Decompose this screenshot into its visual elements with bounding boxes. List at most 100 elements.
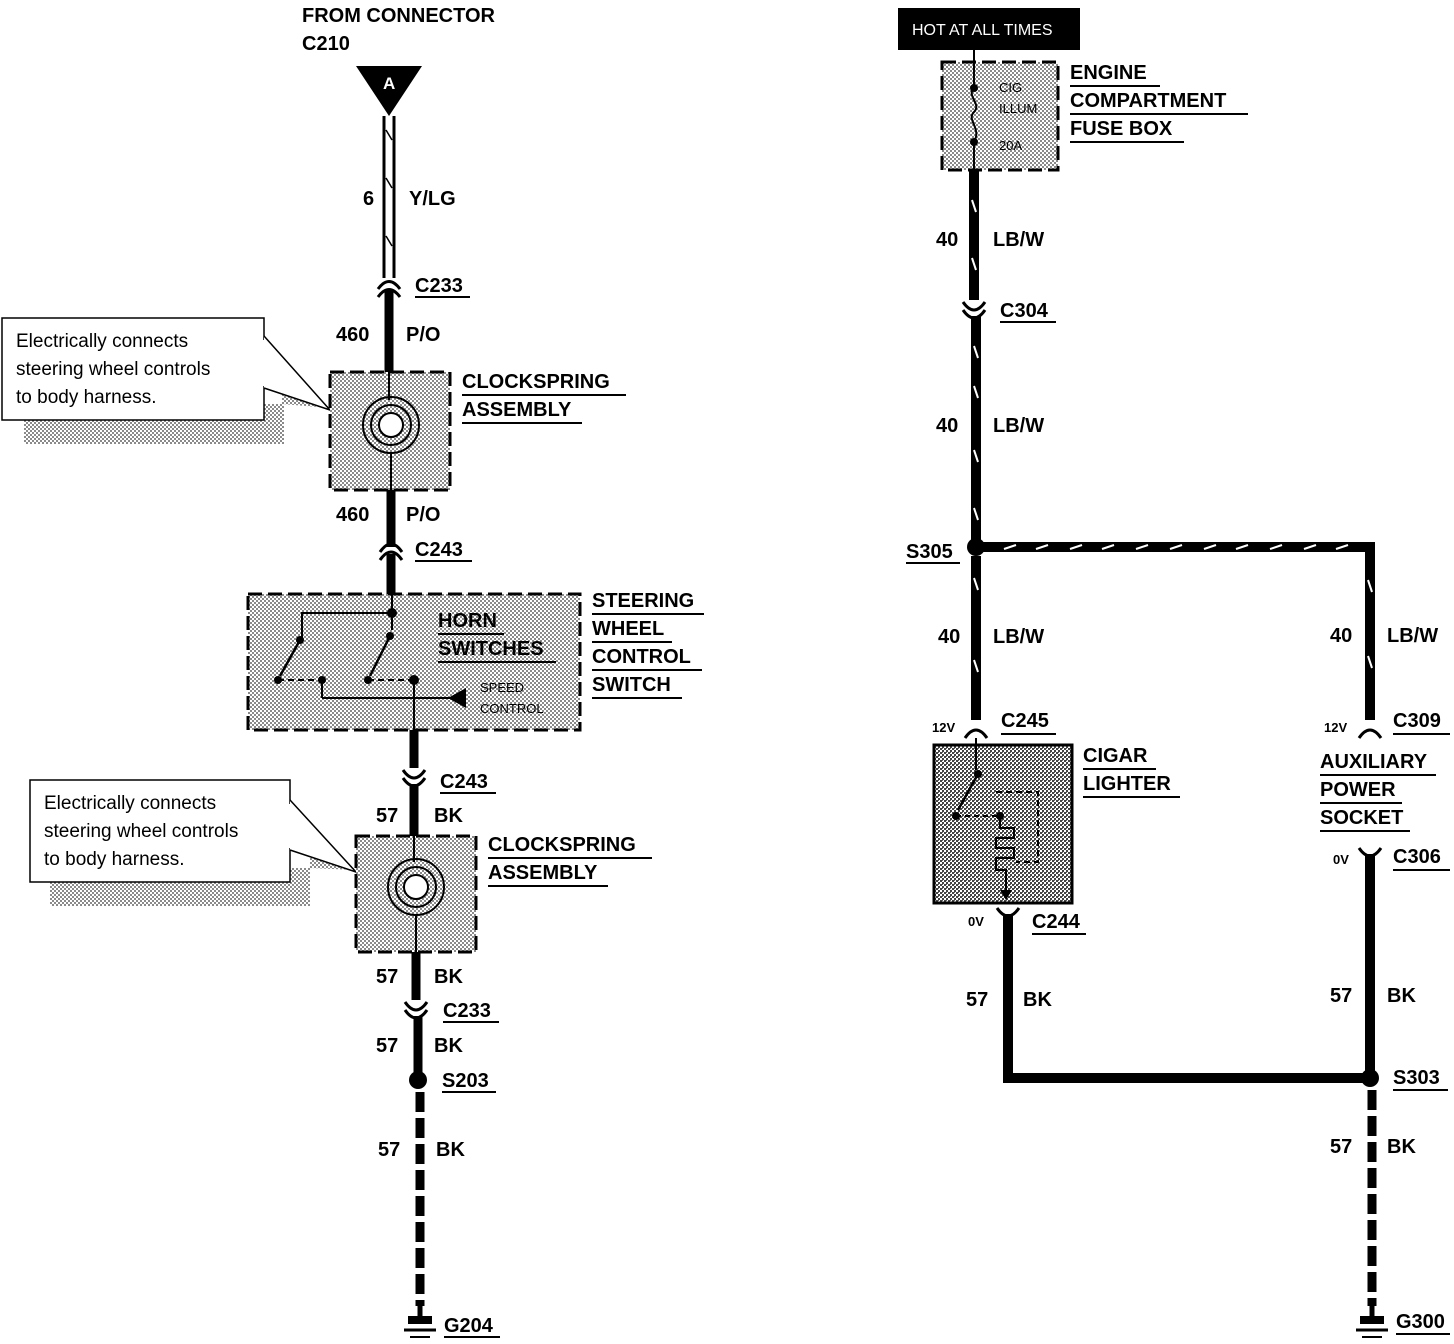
aux-socket-label1: AUXILIARY	[1320, 751, 1428, 773]
wire-circuit-40d: 40	[1330, 625, 1352, 647]
c244-label: C244	[1032, 911, 1081, 933]
c309-voltage: 12V	[1324, 720, 1347, 735]
c245-label: C245	[1001, 710, 1049, 732]
callout-top-line1: Electrically connects	[16, 331, 188, 352]
wire-circuit-57f: 57	[1330, 985, 1352, 1007]
connector-a-pin: A	[383, 74, 395, 93]
wire-color-p-o-bottom: P/O	[406, 504, 440, 526]
wire-circuit-6: 6	[363, 188, 374, 210]
wire-color-bk-e: BK	[1023, 989, 1052, 1011]
ground-g300-icon	[1356, 1306, 1388, 1338]
steering-switch-label1: STEERING	[592, 590, 694, 612]
steering-switch-label2: WHEEL	[592, 618, 664, 640]
cigar-lighter-label1: CIGAR	[1083, 745, 1148, 767]
clockspring-bottom-label1: CLOCKSPRING	[488, 834, 636, 856]
wire-lb-w-branch	[976, 542, 1375, 720]
wire-color-bk-g: BK	[1387, 1136, 1416, 1158]
clockspring-bottom	[354, 834, 478, 954]
c243-bottom-label: C243	[440, 771, 488, 793]
s305-label: S305	[906, 541, 953, 563]
wire-color-lb-w-a: LB/W	[993, 229, 1044, 251]
splice-s203	[409, 1071, 427, 1089]
splice-s303	[1361, 1069, 1379, 1087]
callout-top-line2: steering wheel controls	[16, 359, 210, 380]
wire-circuit-57d: 57	[378, 1139, 400, 1161]
c304-label: C304	[1000, 300, 1049, 322]
fuse-name2: ILLUM	[999, 101, 1037, 116]
wire-circuit-460-top: 460	[336, 324, 369, 346]
c304-connector	[961, 301, 987, 312]
left-circuit: FROM CONNECTOR C210 A 6 Y/LG C233 460 P/…	[1, 5, 704, 1338]
horn-switches-label2: SWITCHES	[438, 638, 544, 660]
callout-top: Electrically connects steering wheel con…	[1, 317, 333, 444]
wire-circuit-40a: 40	[936, 229, 958, 251]
wire-circuit-57e: 57	[966, 989, 988, 1011]
wire-color-lb-w-d: LB/W	[1387, 625, 1438, 647]
c306-voltage: 0V	[1333, 852, 1349, 867]
from-connector-id: C210	[302, 33, 350, 55]
wire-bk-57e	[1003, 914, 1370, 1083]
c306-label: C306	[1393, 846, 1441, 868]
wire-circuit-57b: 57	[376, 966, 398, 988]
g300-label: G300	[1396, 1311, 1445, 1333]
fuse-box-label2: COMPARTMENT	[1070, 90, 1226, 112]
c233-top-label: C233	[415, 275, 463, 297]
wire-color-y-lg: Y/LG	[409, 188, 456, 210]
cigar-lighter-label2: LIGHTER	[1083, 773, 1171, 795]
wire-lb-w-cigar	[971, 556, 981, 720]
wire-color-bk-c: BK	[434, 1035, 463, 1057]
fuse-icon	[970, 87, 978, 143]
wire-circuit-57c: 57	[376, 1035, 398, 1057]
c244-voltage: 0V	[968, 914, 984, 929]
c245-connector	[963, 728, 989, 739]
wire-circuit-57g: 57	[1330, 1136, 1352, 1158]
heating-element-icon	[995, 816, 1015, 896]
speed-control-label1: SPEED	[480, 680, 524, 695]
aux-socket-label2: POWER	[1320, 779, 1396, 801]
fuse-box-label3: FUSE BOX	[1070, 118, 1173, 140]
cigar-lighter	[932, 738, 1074, 905]
speed-control-label2: CONTROL	[480, 701, 544, 716]
wire-lb-w-mid	[971, 316, 981, 546]
callout-bottom-line3: to body harness.	[44, 849, 184, 870]
c233-bottom-label: C233	[443, 1000, 491, 1022]
callout-top-line3: to body harness.	[16, 387, 156, 408]
fuse-rating: 20A	[999, 138, 1022, 153]
wire-color-bk-a: BK	[434, 805, 463, 827]
wire-color-lb-w-b: LB/W	[993, 415, 1044, 437]
wire-lb-w-top	[969, 170, 979, 300]
wire-color-bk-b: BK	[434, 966, 463, 988]
fuse-name1: CIG	[999, 80, 1022, 95]
wire-color-lb-w-c: LB/W	[993, 626, 1044, 648]
s203-label: S203	[442, 1070, 489, 1092]
c245-voltage: 12V	[932, 720, 955, 735]
c233-bottom-connector	[403, 1001, 429, 1012]
c243-top-label: C243	[415, 539, 463, 561]
wire-y-lg	[382, 116, 396, 278]
callout-bottom-line2: steering wheel controls	[44, 821, 238, 842]
wire-circuit-460-bottom: 460	[336, 504, 369, 526]
c243-top-connector	[378, 542, 404, 553]
wire-circuit-57a: 57	[376, 805, 398, 827]
g204-label: G204	[444, 1315, 494, 1337]
fuse-box-label1: ENGINE	[1070, 62, 1147, 84]
hot-at-all-times-banner	[898, 8, 1080, 50]
right-circuit: HOT AT ALL TIMES CIG ILLUM 20A ENGINE CO…	[898, 8, 1450, 1338]
wire-color-bk-f: BK	[1387, 985, 1416, 1007]
ground-g204-icon	[404, 1306, 436, 1338]
steering-switch-label4: SWITCH	[592, 674, 671, 696]
connector-a-triangle	[356, 66, 422, 116]
callout-bottom: Electrically connects steering wheel con…	[29, 779, 359, 906]
c233-top-connector	[376, 280, 402, 290]
c309-connector	[1357, 728, 1383, 739]
clockspring-top-label1: CLOCKSPRING	[462, 371, 610, 393]
clockspring-top	[328, 370, 452, 492]
horn-switches-label1: HORN	[438, 610, 497, 632]
from-connector-label: FROM CONNECTOR	[302, 5, 496, 27]
c309-label: C309	[1393, 710, 1441, 732]
c243-bottom-connector	[401, 769, 427, 780]
aux-socket-label3: SOCKET	[1320, 807, 1403, 829]
wire-circuit-40b: 40	[936, 415, 958, 437]
clockspring-bottom-label2: ASSEMBLY	[488, 862, 598, 884]
